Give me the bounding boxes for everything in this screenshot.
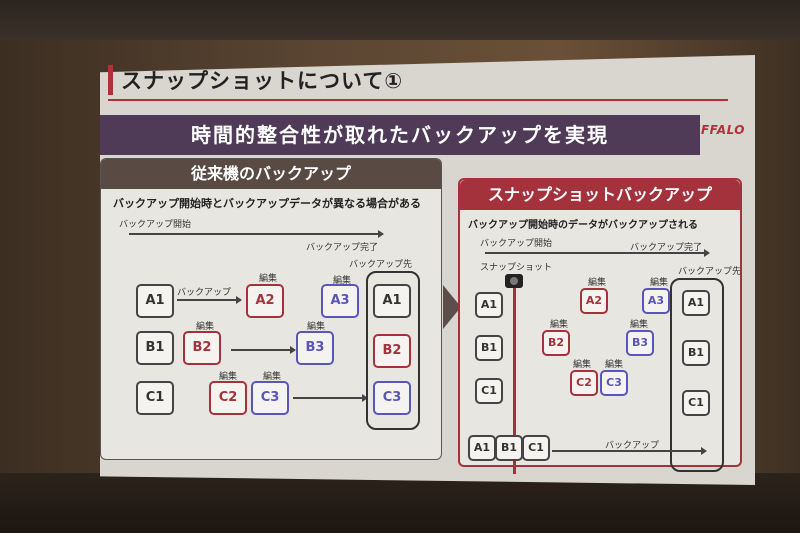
file-b1: B1 xyxy=(475,335,503,361)
file-a3: A3 xyxy=(321,284,359,318)
edit-label: 編集 xyxy=(259,274,278,284)
ceiling xyxy=(0,0,800,40)
edit-label: 編集 xyxy=(219,372,238,382)
file-b1: B1 xyxy=(136,331,174,365)
snapshot-label: スナップショット xyxy=(480,263,553,273)
snapshot-c1: C1 xyxy=(522,435,550,461)
file-c2: C2 xyxy=(570,370,598,396)
end-label: バックアップ完了 xyxy=(306,243,379,253)
slide: スナップショットについて① BUFFALO 時間的整合性が取れたバックアップを実… xyxy=(100,55,755,485)
timeline-arrow xyxy=(485,249,710,256)
end-label: バックアップ完了 xyxy=(630,243,703,253)
file-a2: A2 xyxy=(246,284,284,318)
file-a1: A1 xyxy=(475,292,503,318)
file-b3: B3 xyxy=(296,331,334,365)
backup-arrow xyxy=(177,296,242,303)
panel-subtitle: バックアップ開始時のデータがバックアップされる xyxy=(468,220,698,231)
file-b2: B2 xyxy=(183,331,221,365)
file-c1: C1 xyxy=(136,381,174,415)
edit-label: 編集 xyxy=(588,278,607,288)
dest-a1: A1 xyxy=(682,290,710,316)
file-a1: A1 xyxy=(136,284,174,318)
edit-label: 編集 xyxy=(573,360,592,370)
dest-label: バックアップ先 xyxy=(349,260,413,270)
edit-label: 編集 xyxy=(650,278,669,288)
start-label: バックアップ開始 xyxy=(480,239,553,249)
file-c2: C2 xyxy=(209,381,247,415)
dest-c3: C3 xyxy=(373,381,411,415)
start-label: バックアップ開始 xyxy=(119,220,192,230)
slide-title: スナップショットについて① xyxy=(108,65,403,95)
file-c1: C1 xyxy=(475,378,503,404)
title-underline xyxy=(108,99,728,101)
conventional-backup-panel: 従来機のバックアップ バックアップ開始時とバックアップデータが異なる場合がある … xyxy=(100,158,442,460)
panel-title-conventional: 従来機のバックアップ xyxy=(101,159,441,189)
snapshot-b1: B1 xyxy=(495,435,523,461)
file-a3: A3 xyxy=(642,288,670,314)
edit-label: 編集 xyxy=(263,372,282,382)
file-c3: C3 xyxy=(251,381,289,415)
panel-subtitle: バックアップ開始時とバックアップデータが異なる場合がある xyxy=(113,197,421,210)
backup-destination xyxy=(366,271,420,430)
file-c3: C3 xyxy=(600,370,628,396)
edit-label: 編集 xyxy=(550,320,569,330)
chevron-right-icon xyxy=(443,285,461,329)
file-a2: A2 xyxy=(580,288,608,314)
edit-label: 編集 xyxy=(307,322,326,332)
camera-icon xyxy=(505,274,523,288)
arrow-c xyxy=(293,394,368,401)
snapshot-line xyxy=(513,288,516,474)
headline-banner: 時間的整合性が取れたバックアップを実現 xyxy=(100,115,700,155)
backup-arrow-label: バックアップ xyxy=(605,441,660,451)
snapshot-a1: A1 xyxy=(468,435,496,461)
dest-label: バックアップ先 xyxy=(678,267,742,277)
edit-label: 編集 xyxy=(605,360,624,370)
backup-arrow-label: バックアップ xyxy=(177,288,232,298)
arrow-b xyxy=(231,346,296,353)
snapshot-backup-panel: スナップショットバックアップ バックアップ開始時のデータがバックアップされる バ… xyxy=(458,178,742,474)
dest-b2: B2 xyxy=(373,334,411,368)
dest-a1: A1 xyxy=(373,284,411,318)
panel-title-snapshot: スナップショットバックアップ xyxy=(460,180,740,210)
dest-c1: C1 xyxy=(682,390,710,416)
edit-label: 編集 xyxy=(630,320,649,330)
file-b2: B2 xyxy=(542,330,570,356)
edit-label: 編集 xyxy=(196,322,215,332)
timeline-arrow xyxy=(129,230,384,237)
backup-destination xyxy=(670,278,724,472)
edit-label: 編集 xyxy=(333,276,352,286)
dest-b1: B1 xyxy=(682,340,710,366)
file-b3: B3 xyxy=(626,330,654,356)
backup-arrow xyxy=(552,447,707,454)
